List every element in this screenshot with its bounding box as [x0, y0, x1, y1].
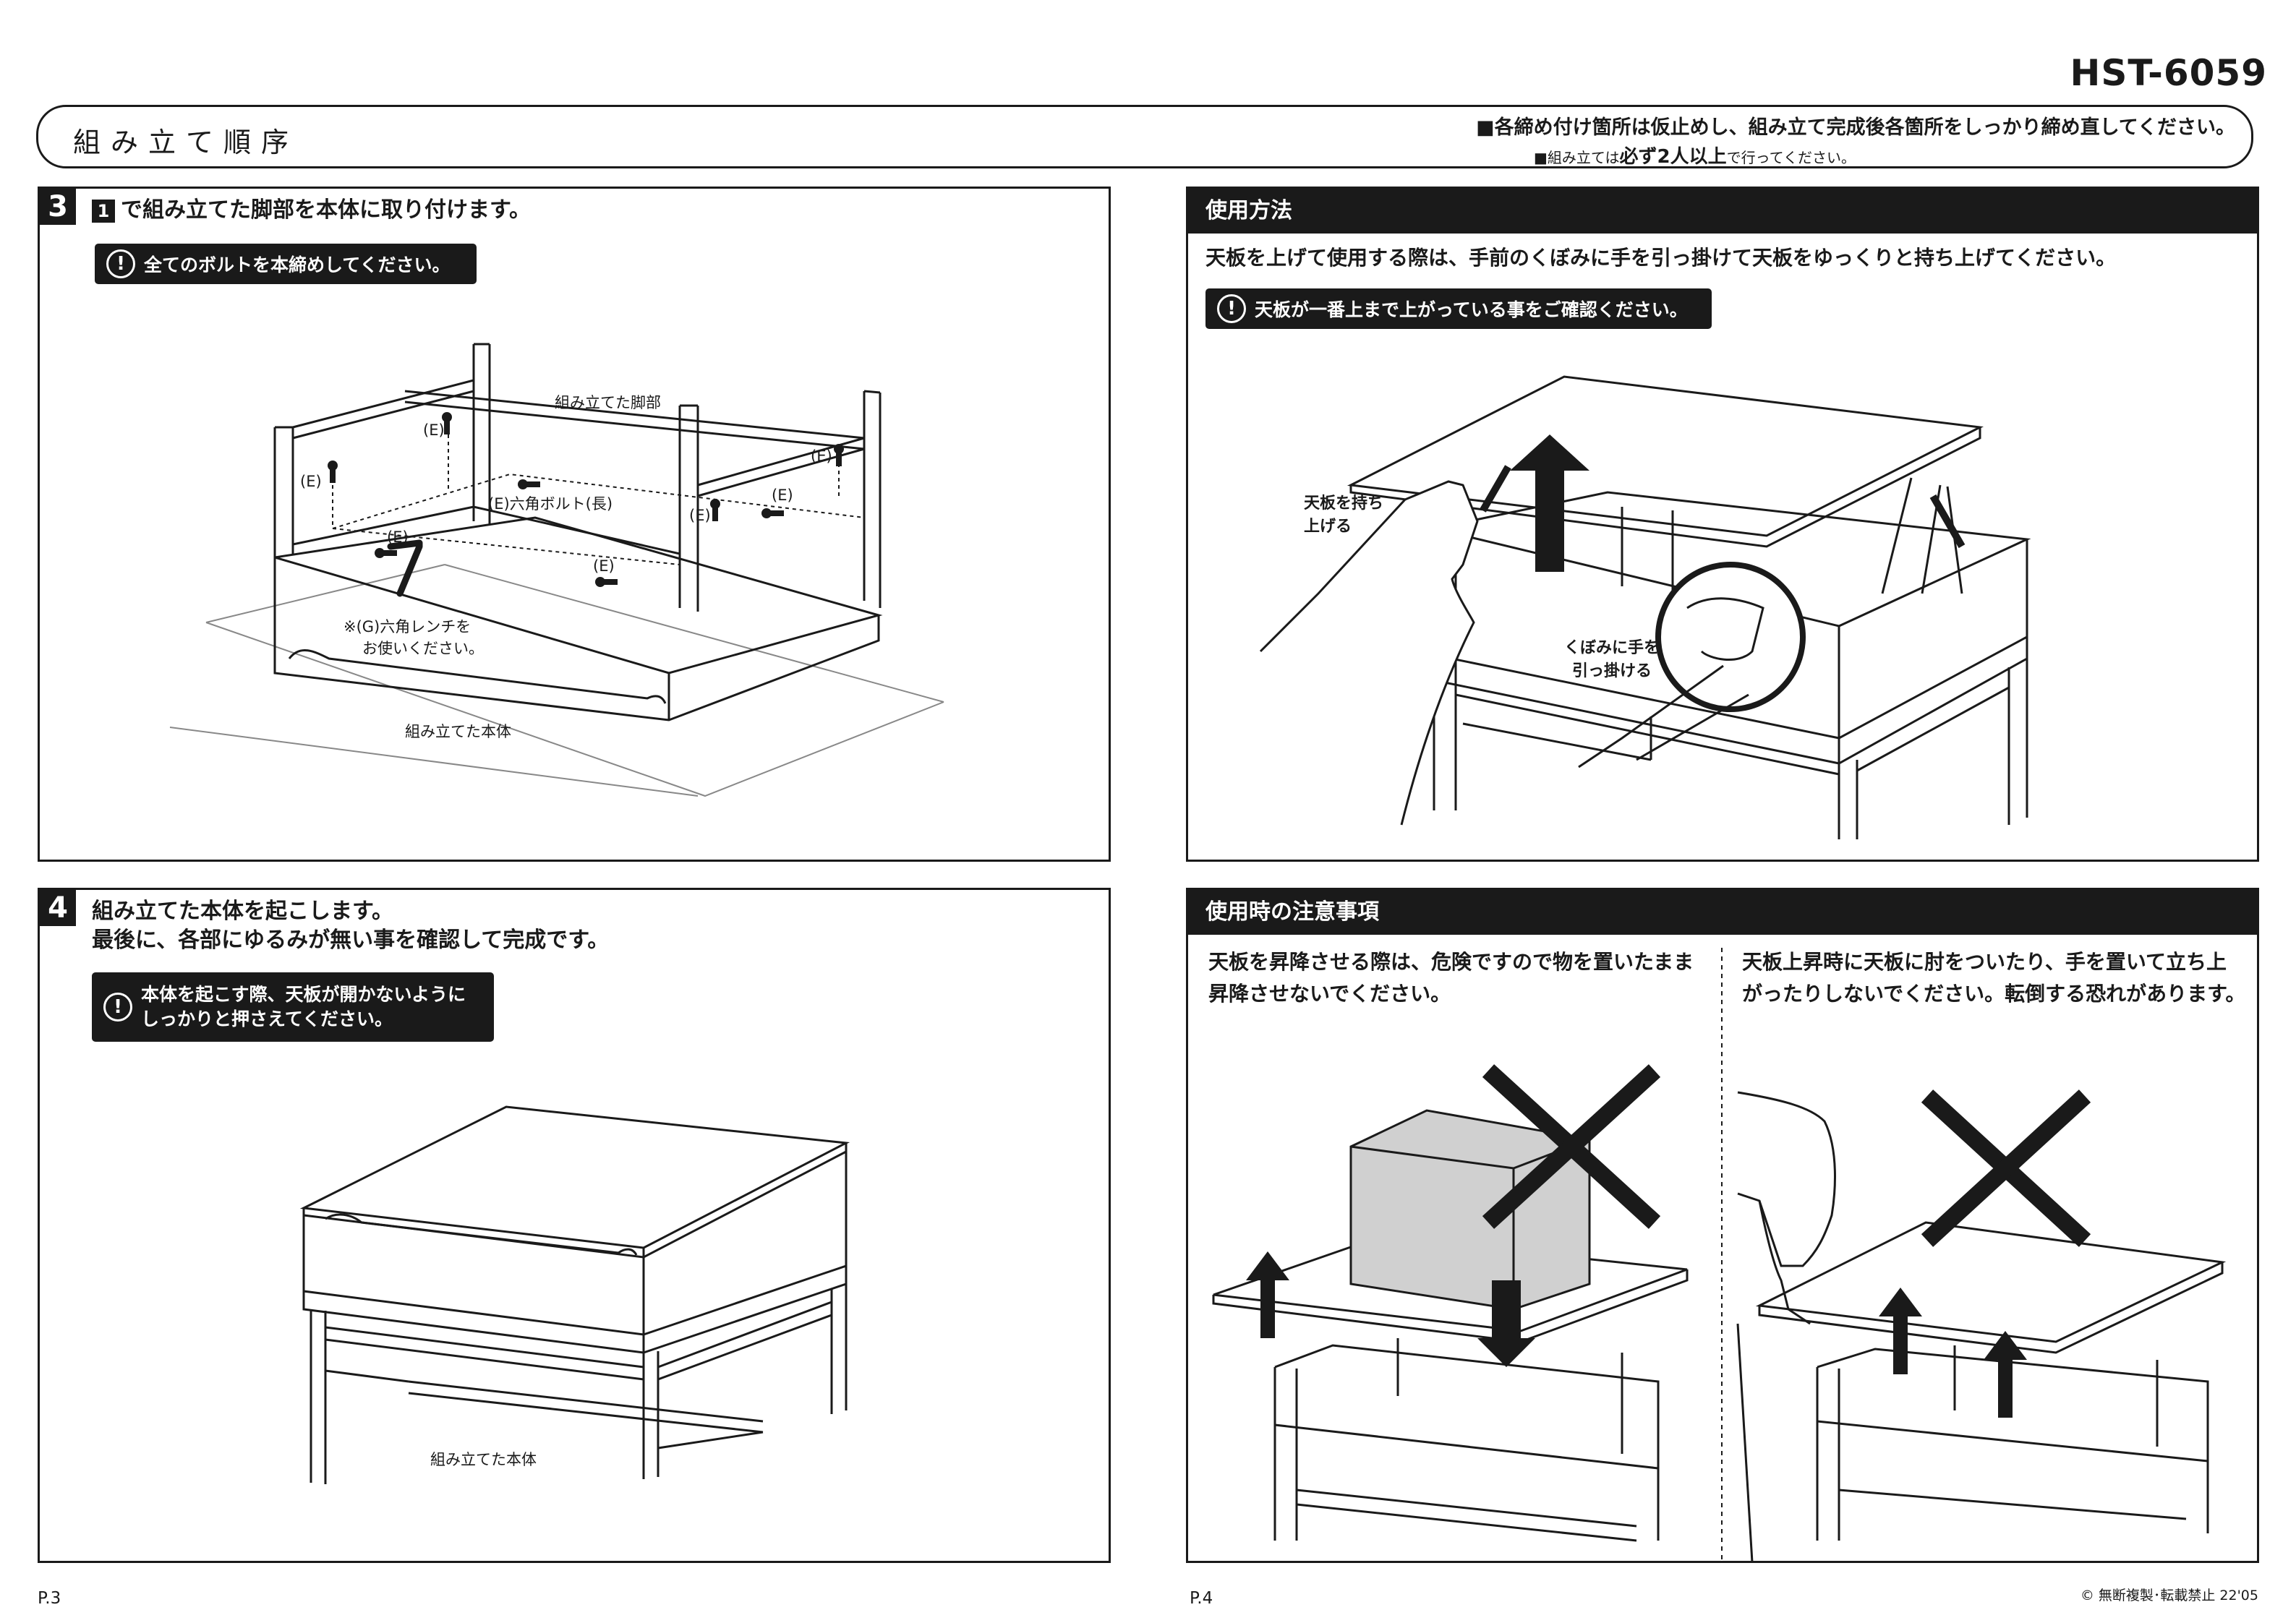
step4-illustration	[299, 1105, 850, 1484]
up-arrow-icon	[1984, 1331, 2027, 1418]
note-two-people: ■組み立ては必ず2人以上で行ってください。	[1534, 146, 1856, 168]
label-wrench-note: ※(G)六角レンチをお使いください。	[343, 618, 484, 657]
label-bolt-e: (E)	[593, 557, 615, 575]
section-title-bar: 組み立て順序 ■各締め付け箇所は仮止めし、組み立て完成後各箇所をしっかり締め直し…	[36, 105, 2253, 168]
step3-warning: ! 全てのボルトを本締めしてください。	[95, 244, 477, 284]
exclamation-circle-icon: !	[1217, 294, 1246, 323]
step4-warning: ! 本体を起こす際、天板が開かないようにしっかりと押さえてください。	[92, 972, 494, 1042]
usage-panel: 使用方法 天板を上げて使用する際は、手前のくぼみに手を引っ掛けて天板をゆっくりと…	[1186, 187, 2259, 862]
copyright-notice: © 無断複製･転載禁止 22'05	[2080, 1588, 2258, 1603]
usage-text: 天板を上げて使用する際は、手前のくぼみに手を引っ掛けて天板をゆっくりと持ち上げて…	[1205, 246, 2117, 270]
page-number-right: P.4	[1190, 1589, 1213, 1608]
label-bolt-e: (E)	[423, 421, 445, 439]
label-bolt-e: (E)	[772, 487, 793, 504]
usage-heading: 使用方法	[1188, 189, 2257, 234]
model-number: HST-6059	[2070, 52, 2267, 94]
label-hook-hand: くぼみに手を引っ掛ける	[1564, 639, 1660, 680]
usage-warning: ! 天板が一番上まで上がっている事をご確認ください。	[1205, 288, 1712, 329]
label-hex-bolt-long: (E)六角ボルト(長)	[488, 495, 613, 513]
x-mark-icon	[1482, 1064, 1661, 1229]
step4-number: 4	[40, 890, 76, 926]
section-title: 組み立て順序	[73, 127, 299, 158]
label-bolt-e: (E)	[689, 507, 711, 524]
usage-illustration	[1259, 375, 2031, 839]
step3-number: 3	[40, 189, 76, 225]
step-ref-badge: 1	[92, 199, 115, 223]
step3-illustration	[169, 343, 944, 797]
label-bolt-e: (E)	[300, 473, 322, 490]
caution-illustration	[1212, 948, 2227, 1562]
label-bolt-e: (E)	[811, 447, 832, 465]
down-arrow-icon	[1477, 1280, 1535, 1367]
caution-left-text: 天板を昇降させる際は、危険ですので物を置いたまま昇降させないでください。	[1208, 950, 1694, 1006]
page-number-left: P.3	[38, 1589, 61, 1608]
step4-title: 組み立てた本体を起こします。最後に、各部にゆるみが無い事を確認して完成です。	[92, 899, 610, 953]
label-assembled-body: 組み立てた本体	[430, 1451, 537, 1468]
label-bolt-e: (E)	[387, 528, 409, 546]
up-arrow-icon	[1510, 434, 1589, 572]
x-mark-icon	[1921, 1089, 2091, 1247]
caution-heading: 使用時の注意事項	[1188, 890, 2257, 935]
caution-panel: 使用時の注意事項 天板を昇降させる際は、危険ですので物を置いたまま昇降させないで…	[1186, 888, 2259, 1563]
up-arrow-icon	[1246, 1251, 1289, 1338]
label-lift-top: 天板を持ち上げる	[1304, 494, 1384, 536]
up-arrow-icon	[1879, 1288, 1922, 1374]
label-assembled-legs: 組み立てた脚部	[555, 394, 661, 411]
caution-right-text: 天板上昇時に天板に肘をついたり、手を置いて立ち上がったりしないでください。転倒す…	[1742, 950, 2246, 1006]
label-assembled-body: 組み立てた本体	[405, 723, 511, 740]
exclamation-circle-icon: !	[103, 993, 132, 1022]
step4-panel: 4 組み立てた本体を起こします。最後に、各部にゆるみが無い事を確認して完成です。…	[38, 888, 1111, 1563]
note-tighten: ■各締め付け箇所は仮止めし、組み立て完成後各箇所をしっかり締め直してください。	[1476, 116, 2235, 139]
exclamation-circle-icon: !	[106, 249, 135, 278]
